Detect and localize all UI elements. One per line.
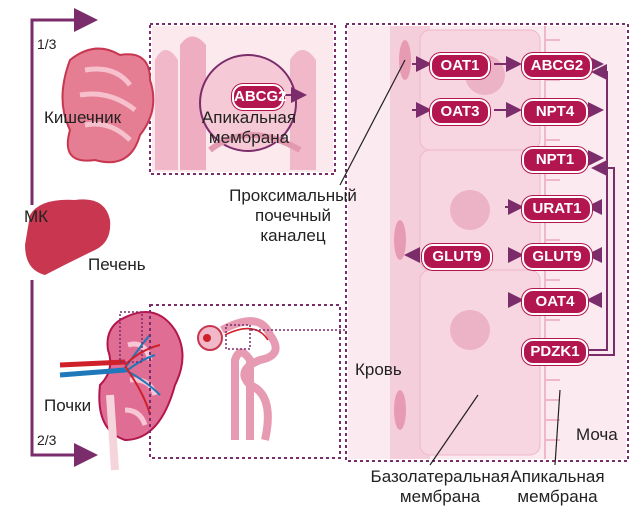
transporter-urat1: URAT1 xyxy=(522,196,592,222)
transporter-oat4: OAT4 xyxy=(522,289,588,315)
apical-membrane-kidney-label: Апикальная мембрана xyxy=(495,467,620,507)
transporter-glut9-basolateral: GLUT9 xyxy=(422,244,492,270)
uric-acid-label: МК xyxy=(24,207,48,227)
transporter-npt4: NPT4 xyxy=(522,99,588,125)
transporter-abcg2: ABCG2 xyxy=(522,53,592,79)
apical-membrane-intestine-label: Апикальная мембрана xyxy=(190,108,308,148)
fraction-kidney: 2/3 xyxy=(37,430,56,450)
blood-label: Кровь xyxy=(355,360,402,380)
fraction-intestine: 1/3 xyxy=(37,34,56,54)
kidneys-label: Почки xyxy=(44,396,91,416)
proximal-tubule-label: Проксимальный почечный каналец xyxy=(224,186,362,246)
transporter-oat3: OAT3 xyxy=(430,99,490,125)
transporter-pdzk1: PDZK1 xyxy=(522,339,588,365)
transporter-abcg2-intestine: ABCG2 xyxy=(232,84,284,110)
nephron xyxy=(198,321,345,440)
intestine-organ xyxy=(63,49,154,163)
transporter-oat1: OAT1 xyxy=(430,53,490,79)
urine-label: Моча xyxy=(576,425,618,445)
transporter-glut9-apical: GLUT9 xyxy=(522,244,592,270)
tubule-cells xyxy=(348,26,626,459)
liver-label: Печень xyxy=(88,255,146,275)
kidney-organ xyxy=(60,312,183,470)
intestine-label: Кишечник xyxy=(44,108,121,128)
transporter-npt1: NPT1 xyxy=(522,147,588,173)
